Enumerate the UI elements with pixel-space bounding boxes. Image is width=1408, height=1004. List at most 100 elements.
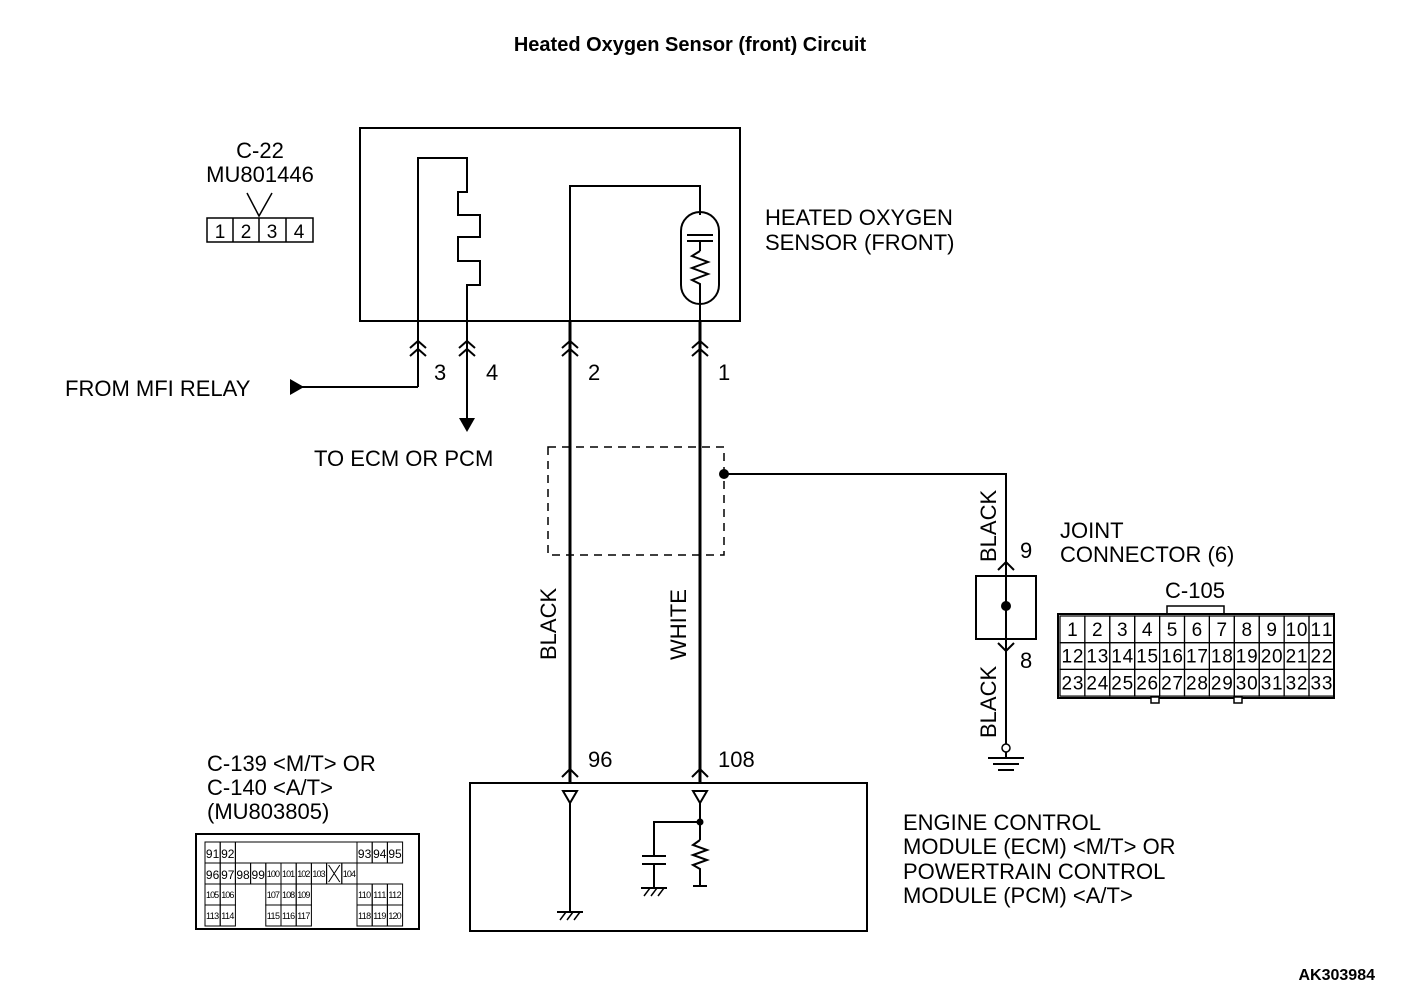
wire-pin4 [458, 321, 476, 432]
pin-8-label: 8 [1020, 648, 1032, 673]
c105-pin: 20 [1261, 647, 1283, 668]
ecm-conn-line1: C-139 <M/T> OR [207, 751, 376, 776]
arrow-down-icon [459, 418, 475, 432]
ecm-label-line4: MODULE (PCM) <A/T> [903, 883, 1133, 908]
ecm-conn-pin: 91 [206, 847, 220, 861]
c105-pin: 33 [1311, 673, 1333, 694]
c22-pin: 3 [267, 222, 278, 243]
wire-color-black: BLACK [536, 588, 561, 660]
c105-pin: 5 [1167, 620, 1178, 641]
ecm-conn-pin: 114 [221, 911, 234, 921]
sensor-label-line1: HEATED OXYGEN [765, 205, 953, 230]
wire-color-white: WHITE [666, 589, 691, 660]
ground-icon [988, 757, 1024, 771]
ecm-conn-pin: 109 [297, 890, 310, 900]
ecm-label-line2: MODULE (ECM) <M/T> OR [903, 834, 1176, 859]
ecm-label-line1: ENGINE CONTROL [903, 810, 1101, 835]
c22-part-number: MU801446 [206, 162, 314, 187]
c105-pin: 10 [1286, 620, 1308, 641]
c105-pin: 16 [1161, 647, 1183, 668]
ecm-conn-line2: C-140 <A/T> [207, 775, 333, 800]
shield-dashed-box [547, 446, 725, 556]
c105-pin: 12 [1062, 647, 1084, 668]
ecm-conn-pin: 105 [206, 890, 219, 900]
c105-pin: 28 [1186, 673, 1208, 694]
chassis-ground-icon [557, 911, 583, 921]
wire-splice-to-joint [719, 469, 1015, 576]
capacitor-wire [653, 821, 700, 856]
connector-chevron-icon [561, 339, 579, 357]
ecm-conn-pin: 93 [358, 847, 372, 861]
c105-pin: 1 [1067, 620, 1078, 641]
c105-pin: 7 [1217, 620, 1228, 641]
c22-housing [206, 217, 314, 243]
wire-color-black-2: BLACK [976, 490, 1001, 562]
sensor-signal-wire [569, 185, 701, 321]
ecm-conn-pin: 108 [282, 890, 295, 900]
resistor-icon [690, 839, 710, 886]
connector-chevron-icon [997, 642, 1015, 653]
c105-pin: 13 [1086, 647, 1108, 668]
wire-pin3 [290, 321, 427, 395]
connector-chevron-icon [561, 767, 579, 778]
c105-pin: 31 [1261, 673, 1283, 694]
c105-pin: 25 [1111, 673, 1133, 694]
capacitor-icon [641, 855, 667, 897]
terminal-icon [561, 790, 579, 805]
blank-cavity-icon [328, 864, 341, 883]
c105-pin: 18 [1211, 647, 1233, 668]
ecm-conn-pin: 113 [206, 911, 219, 921]
ecm-conn-pin: 102 [297, 869, 310, 879]
doc-id: AK303984 [1299, 967, 1376, 984]
pin-3-label: 3 [434, 360, 446, 385]
connector-chevron-icon [997, 560, 1015, 571]
ecm-conn-pin: 98 [236, 868, 250, 882]
ecm-box [469, 782, 868, 932]
ecm-conn-pin: 97 [221, 868, 235, 882]
arrow-in-icon [290, 379, 304, 395]
ecm-conn-pin: 92 [221, 847, 235, 861]
c105-pin: 19 [1236, 647, 1258, 668]
c105-name: C-105 [1165, 578, 1225, 603]
from-mfi-relay-label: FROM MFI RELAY [65, 376, 251, 401]
ecm-conn-pin: 112 [388, 890, 401, 900]
c105-pin: 3 [1117, 620, 1128, 641]
c22-pin: 1 [215, 222, 226, 243]
ecm-conn-pin: 104 [343, 869, 356, 879]
c105-pin: 26 [1136, 673, 1158, 694]
ecm-conn-pin: 95 [388, 847, 402, 861]
c105-pin: 6 [1192, 620, 1203, 641]
wire-joint-to-ground [988, 639, 1024, 771]
c105-pin: 4 [1142, 620, 1153, 641]
ecm-conn-pin: 107 [267, 890, 280, 900]
c105-pin: 14 [1111, 647, 1133, 668]
ecm-conn-pin: 99 [252, 868, 266, 882]
c105-pin: 17 [1186, 647, 1208, 668]
joint-label-line1: JOINT [1060, 518, 1124, 543]
c105-pin: 22 [1311, 647, 1333, 668]
ecm-conn-pin: 100 [267, 869, 280, 879]
sensor-box [359, 127, 741, 322]
ecm-conn-pin: 118 [358, 911, 371, 921]
pin-2-label: 2 [588, 360, 600, 385]
wire-color-black-3: BLACK [976, 666, 1001, 738]
c105-pin: 8 [1241, 620, 1252, 641]
ecm-conn-pin: 103 [312, 869, 325, 879]
c105-latch-icon [1166, 605, 1225, 615]
wire-pin1-white [691, 321, 709, 783]
to-ecm-pcm-label: TO ECM OR PCM [314, 446, 493, 471]
connector-chevron-icon [691, 339, 709, 357]
ecm-conn-pin: 106 [221, 890, 234, 900]
diagram-title: Heated Oxygen Sensor (front) Circuit [514, 34, 867, 56]
c22-key-icon [246, 192, 273, 218]
c105-pin: 24 [1086, 673, 1108, 694]
ecm-conn-pin: 120 [388, 911, 401, 921]
c105-pin: 11 [1311, 620, 1333, 641]
c22-name: C-22 [236, 138, 284, 163]
ecm-conn-pin: 119 [373, 911, 386, 921]
ecm-conn-pin: 117 [297, 911, 310, 921]
ecm-conn-pin: 94 [373, 847, 387, 861]
connector-chevron-icon [691, 767, 709, 778]
pin-4-label: 4 [486, 360, 498, 385]
